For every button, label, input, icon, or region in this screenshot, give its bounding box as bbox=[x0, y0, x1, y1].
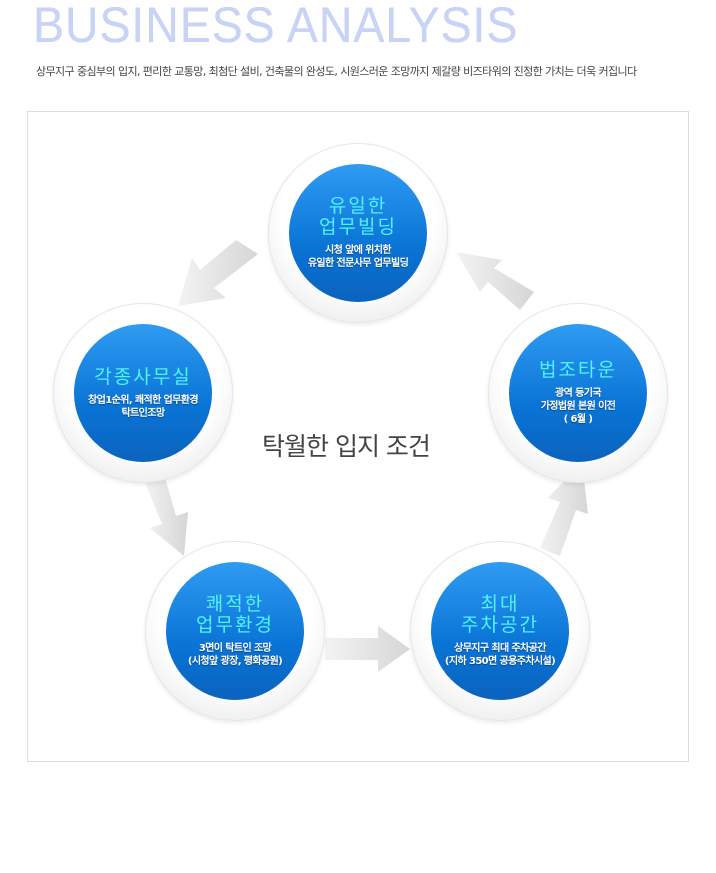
node-title: 최대 주차공간 bbox=[461, 593, 539, 636]
node-desc: 3면이 탁트인 조망 (시청앞 광장, 평화공원) bbox=[187, 643, 283, 667]
node-title: 쾌적한 업무환경 bbox=[196, 593, 274, 636]
arrow-icon bbox=[325, 626, 410, 672]
node-environment: 쾌적한 업무환경 3면이 탁트인 조망 (시청앞 광장, 평화공원) bbox=[145, 541, 325, 721]
arrow-icon bbox=[178, 240, 258, 306]
page-title: BUSINESS ANALYSIS bbox=[33, 0, 519, 53]
center-label: 탁월한 입지 조건 bbox=[262, 432, 431, 461]
page-subtitle: 상무지구 중심부의 입지, 편리한 교통망, 최첨단 설비, 건축물의 완성도,… bbox=[36, 65, 637, 78]
node-desc: 시청 앞에 위치한 유일한 전문사무 업무빌딩 bbox=[307, 245, 409, 269]
node-desc: 상무지구 최대 주차공간 (지하 350면 공용주차시설) bbox=[444, 643, 556, 667]
node-desc: 광역 등기국 가정법원 본원 이전 ( 6월 ) bbox=[540, 388, 616, 425]
node-title: 각종사무실 bbox=[94, 365, 192, 388]
node-title: 법조타운 bbox=[539, 359, 617, 381]
arrow-icon bbox=[144, 474, 188, 556]
node-desc: 창업1순위, 쾌적한 업무환경 탁트인조망 bbox=[88, 394, 199, 419]
arrow-icon bbox=[456, 252, 534, 310]
node-title: 유일한 업무빌딩 bbox=[319, 195, 397, 238]
arrow-icon bbox=[540, 462, 588, 556]
diagram-frame bbox=[27, 111, 689, 762]
